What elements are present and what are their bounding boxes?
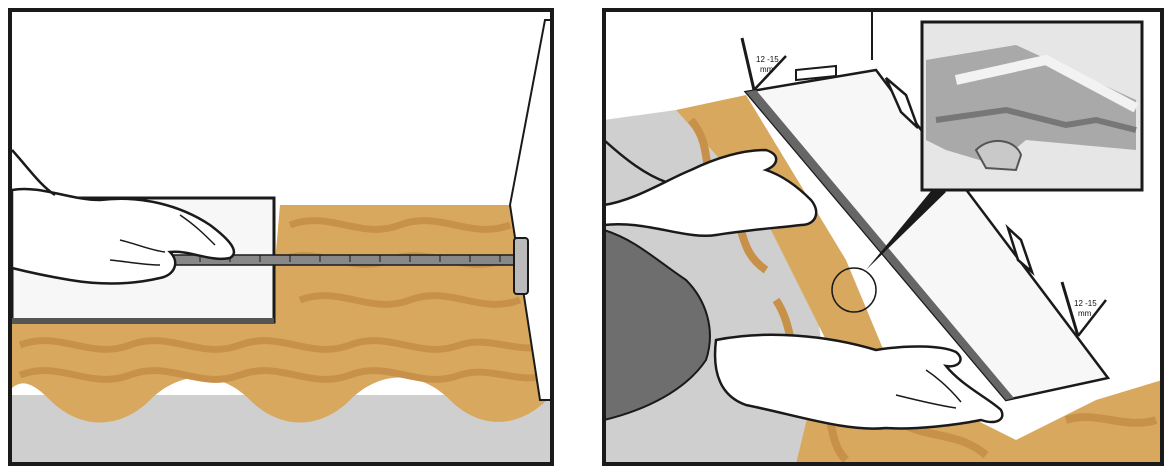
install-illustration: 12 -15 mm 12 -15 mm <box>596 0 1168 471</box>
spacer-label-bottom-line1: 12 -15 <box>1074 299 1097 308</box>
spacer-label-top-line1: 12 -15 <box>756 55 779 64</box>
install-panel: 12 -15 mm 12 -15 mm <box>596 0 1168 471</box>
measure-panel <box>0 0 560 471</box>
spacer-label-bottom-line2: mm <box>1078 309 1092 318</box>
spacer-label-top-line2: mm <box>760 65 774 74</box>
tape-hook <box>514 238 528 294</box>
board-edge <box>12 318 274 324</box>
measure-illustration <box>0 0 560 471</box>
